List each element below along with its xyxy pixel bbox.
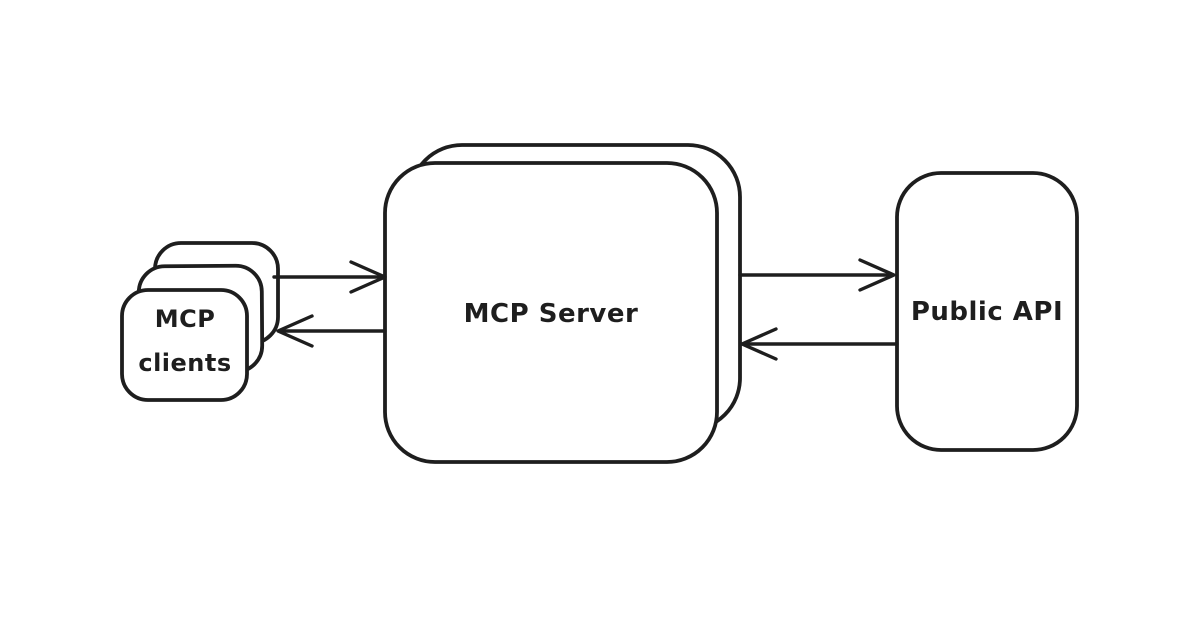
arrow-server-to-api-head: [858, 258, 896, 292]
mcp-clients-card-front: [120, 288, 249, 402]
public-api-label: Public API: [911, 297, 1063, 327]
arrow-server-to-clients-head: [276, 314, 314, 348]
mcp-server-label: MCP Server: [464, 299, 639, 329]
arrow-clients-to-server-head: [349, 260, 387, 294]
node-public-api: Public API: [895, 171, 1079, 452]
node-mcp-server: MCP Server: [383, 143, 742, 464]
public-api-box: [895, 171, 1079, 452]
arrow-api-to-server-head: [740, 327, 778, 361]
mcp-server-box-front: [383, 161, 719, 464]
arrow-server-to-clients: [276, 314, 387, 348]
arrow-api-to-server: [740, 327, 899, 361]
arrow-server-to-api: [738, 258, 896, 292]
arrow-clients-to-server: [272, 260, 387, 294]
